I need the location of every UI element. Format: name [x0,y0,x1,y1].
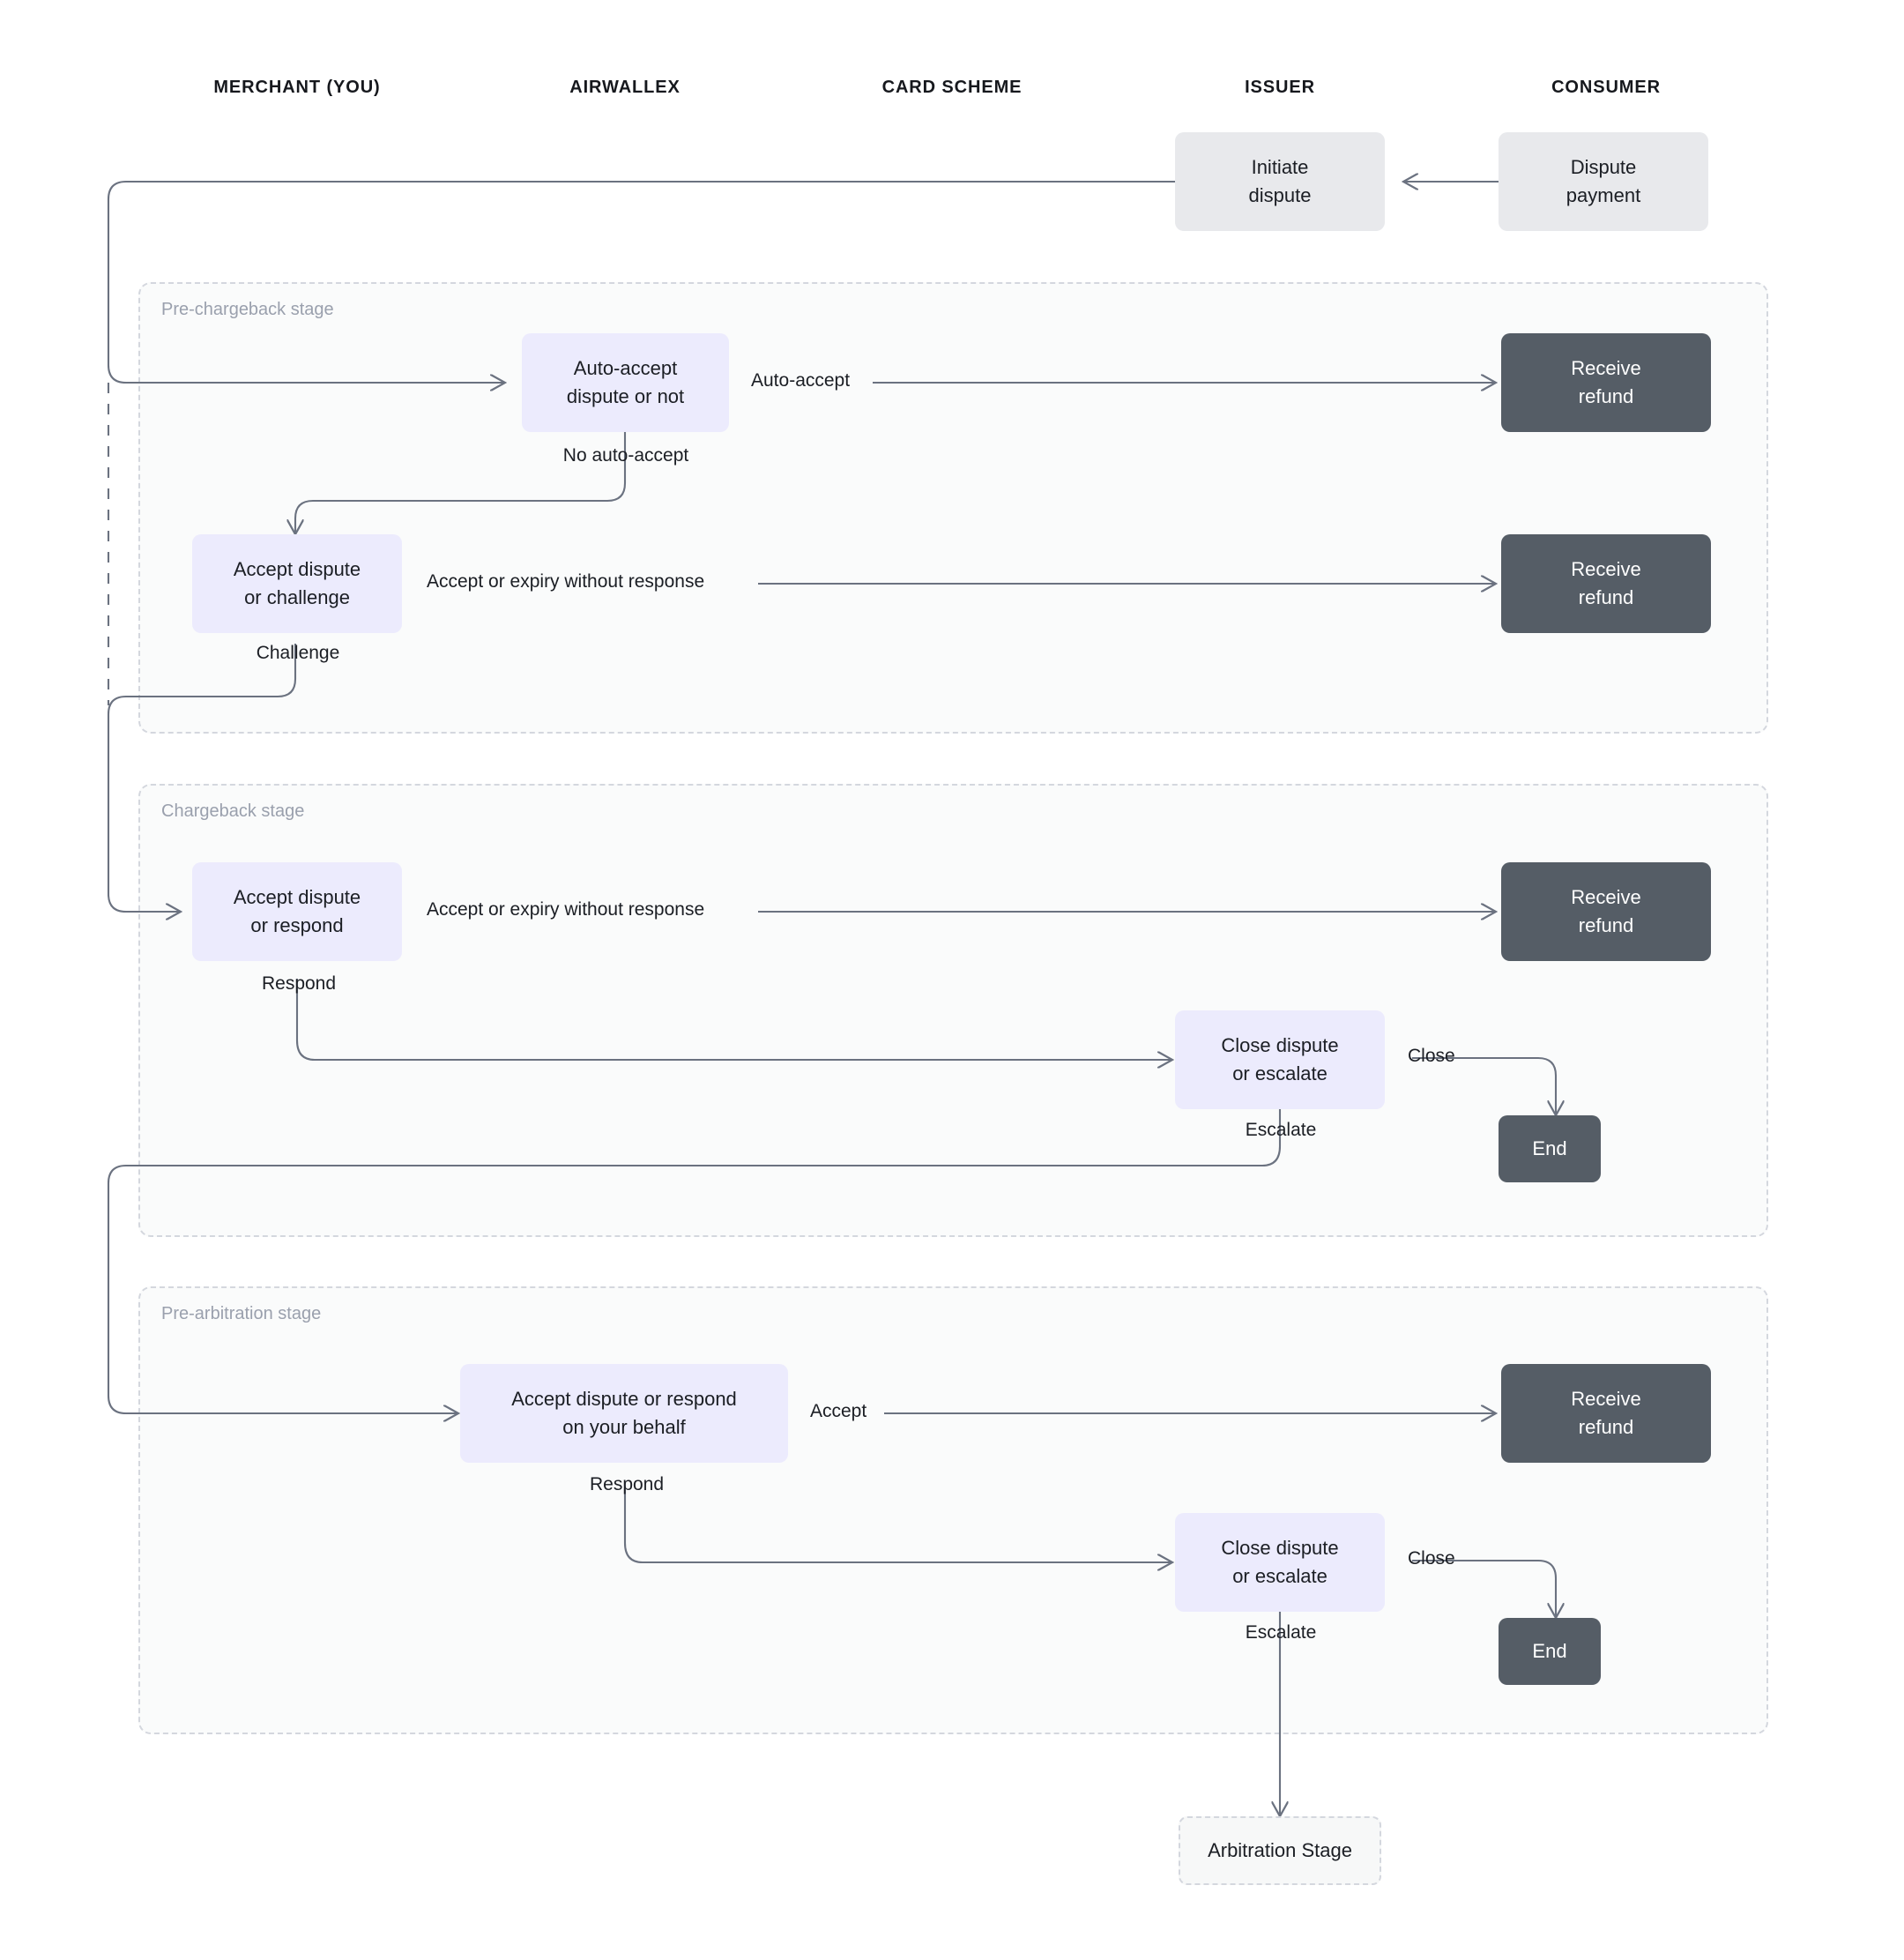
node-close-or-escalate-2[interactable]: Close dispute or escalate [1175,1513,1385,1612]
node-line: Accept dispute [233,886,361,909]
edge-label-auto-accept: Auto-accept [751,370,851,391]
edge-label-respond-prearb: Respond [589,1474,665,1494]
node-line: or challenge [244,586,350,608]
edge-label-accept-or-expiry-1: Accept or expiry without response [427,571,705,592]
column-header-airwallex: AIRWALLEX [569,78,681,97]
edge-label-escalate-2: Escalate [1245,1622,1317,1643]
node-line: Close dispute [1221,1537,1339,1560]
edge-label-no-auto-accept: No auto-accept [562,445,689,466]
node-line: or escalate [1232,1062,1328,1084]
node-close-or-escalate-1[interactable]: Close dispute or escalate [1175,1010,1385,1109]
node-line: Initiate [1251,156,1309,179]
node-line: Auto-accept [573,357,678,380]
column-header-merchant: MERCHANT (YOU) [213,78,381,97]
node-arbitration-stage[interactable]: Arbitration Stage [1179,1816,1381,1885]
node-receive-refund-3[interactable]: Receive refund [1501,862,1711,961]
edge-label-close-2: Close [1408,1548,1455,1569]
column-header-issuer: ISSUER [1245,78,1315,97]
edge-label-challenge: Challenge [256,643,340,663]
node-line: Dispute [1570,156,1637,179]
node-receive-refund-2[interactable]: Receive refund [1501,534,1711,633]
column-header-consumer: CONSUMER [1551,78,1661,97]
node-line: End [1532,1640,1567,1663]
edge-label-accept-prearb: Accept [810,1401,867,1421]
node-end-1[interactable]: End [1499,1115,1601,1182]
stage-label-pre-chargeback: Pre-chargeback stage [161,300,334,319]
node-line: Receive [1571,357,1641,380]
node-line: Receive [1571,558,1641,581]
node-line: refund [1578,914,1634,936]
node-end-2[interactable]: End [1499,1618,1601,1685]
node-line: dispute [1248,184,1312,206]
node-line: dispute or not [566,385,685,407]
edge-label-respond-chargeback: Respond [261,973,337,994]
node-line: Receive [1571,886,1641,909]
column-header-card-scheme: CARD SCHEME [881,78,1023,97]
node-auto-accept-decision[interactable]: Auto-accept dispute or not [522,333,729,432]
node-receive-refund-4[interactable]: Receive refund [1501,1364,1711,1463]
edge-label-escalate-1: Escalate [1245,1120,1317,1140]
node-receive-refund-1[interactable]: Receive refund [1501,333,1711,432]
node-accept-or-respond[interactable]: Accept dispute or respond [192,862,402,961]
edge-label-accept-or-expiry-2: Accept or expiry without response [427,899,705,920]
node-line: or escalate [1232,1565,1328,1587]
node-line: refund [1578,1416,1634,1438]
stage-label-chargeback: Chargeback stage [161,801,305,821]
node-line: Accept dispute or respond [511,1388,737,1411]
node-line: refund [1578,385,1634,407]
node-line: End [1532,1137,1567,1160]
node-line: or respond [250,914,344,936]
node-accept-or-challenge[interactable]: Accept dispute or challenge [192,534,402,633]
node-line: Receive [1571,1388,1641,1411]
node-line: payment [1566,184,1641,206]
stage-label-pre-arbitration: Pre-arbitration stage [161,1304,322,1323]
node-line: Arbitration Stage [1208,1839,1352,1862]
node-line: on your behalf [562,1416,686,1438]
node-line: refund [1578,586,1634,608]
node-initiate-dispute[interactable]: Initiate dispute [1175,132,1385,231]
node-accept-or-respond-behalf[interactable]: Accept dispute or respond on your behalf [460,1364,788,1463]
node-dispute-payment[interactable]: Dispute payment [1499,132,1708,231]
edge-label-close-1: Close [1408,1046,1455,1066]
node-line: Close dispute [1221,1034,1339,1057]
node-line: Accept dispute [233,558,361,581]
